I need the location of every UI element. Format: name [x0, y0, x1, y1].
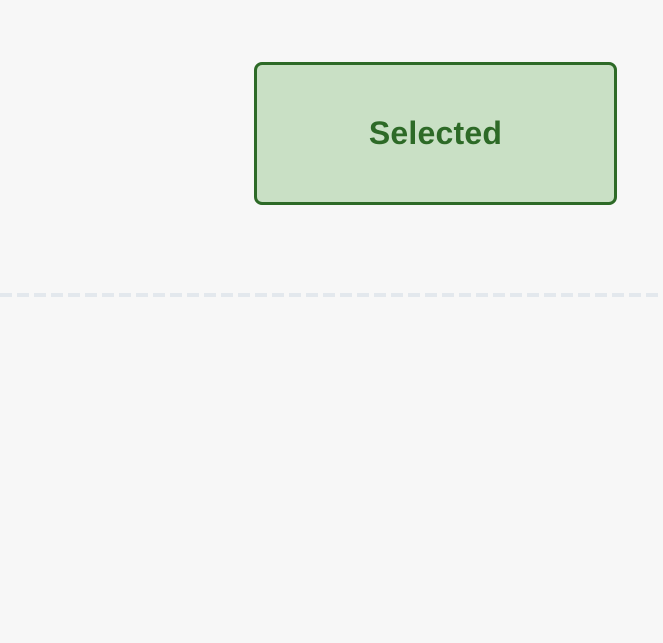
select-button-selected[interactable]: Selected	[254, 62, 617, 205]
option-row-unselected: ession 2 Big Idea of alues) and Select	[0, 298, 663, 643]
row-separator	[0, 293, 663, 297]
option-row-selected: ce can be ation. Selected	[0, 0, 663, 295]
